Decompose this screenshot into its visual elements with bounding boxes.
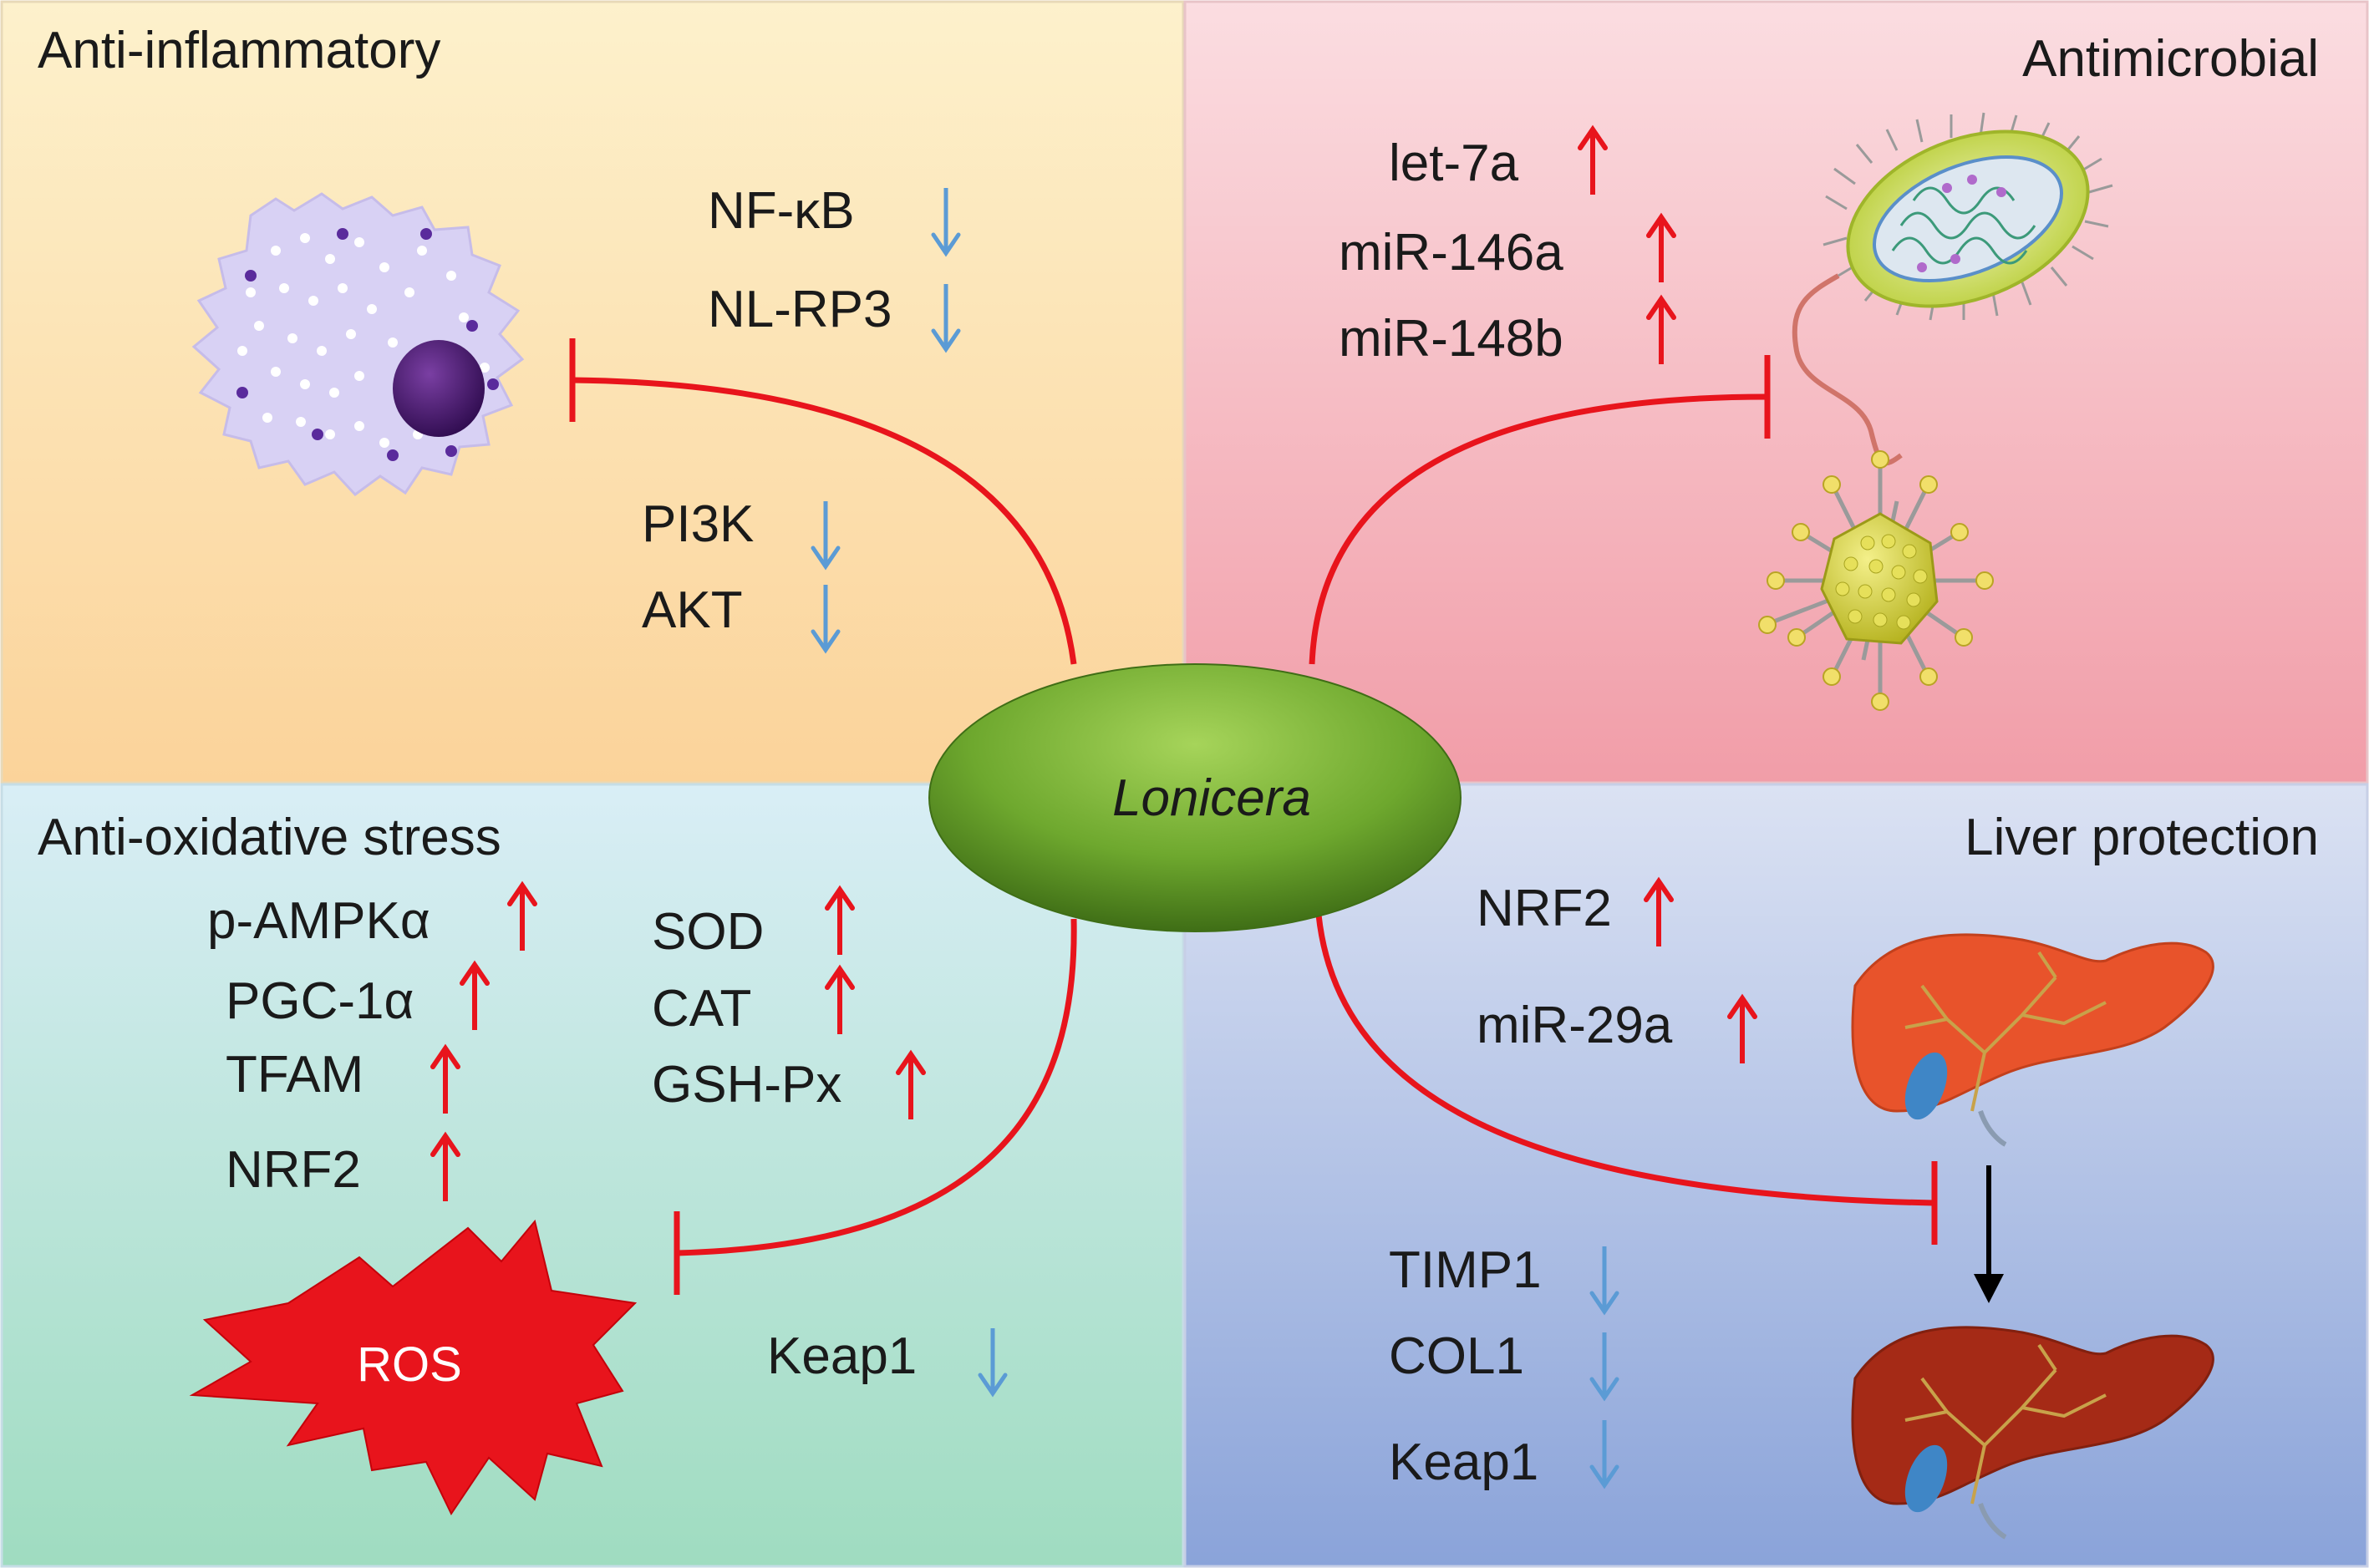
marker-nrf2-liver: NRF2 (1477, 880, 1612, 937)
marker-pgc1a: PGC-1α (226, 972, 414, 1030)
marker-tfam: TFAM (226, 1046, 364, 1104)
panel-antimicrobial (1183, 0, 2369, 784)
arrow-pi3k (811, 501, 841, 571)
title-liver-protection: Liver protection (1965, 809, 2319, 866)
direction-arrows (430, 124, 1757, 1489)
arrow-akt (811, 585, 841, 654)
immune-cell-icon (191, 192, 525, 497)
lonicera-ellipse (928, 663, 1462, 932)
inhibition-lines (569, 338, 1938, 1295)
marker-sod: SOD (652, 903, 765, 961)
title-anti-oxidative: Anti-oxidative stress (38, 809, 501, 866)
lonicera-label: Lonicera (1112, 769, 1311, 827)
marker-timp1: TIMP1 (1389, 1241, 1542, 1299)
arrow-cat (825, 964, 855, 1034)
arrow-nlrp3 (931, 284, 961, 353)
title-anti-inflammatory: Anti-inflammatory (38, 22, 441, 79)
arrow-nfkb (931, 188, 961, 257)
arrow-mir148b (1646, 294, 1676, 364)
arrow-let7a (1578, 124, 1608, 195)
arrow-pampka (507, 880, 537, 951)
liver-healthy-icon (1851, 933, 2214, 1147)
ros-label: ROS (357, 1337, 462, 1392)
marker-col1: COL1 (1389, 1327, 1524, 1385)
inhibit-line-inflammation (572, 377, 1077, 665)
virus-icon (1758, 450, 1994, 711)
arrow-keap1-ox (978, 1328, 1008, 1398)
title-antimicrobial: Antimicrobial (2022, 30, 2319, 88)
inhibit-line-liver (1315, 914, 1935, 1206)
arrow-nrf2-ox (430, 1131, 460, 1201)
marker-mir29a: miR-29a (1477, 997, 1673, 1054)
arrow-mir146a (1646, 212, 1676, 282)
marker-cat: CAT (652, 980, 752, 1038)
marker-nlrp3: NL-RP3 (708, 281, 892, 338)
bacterium-icon (1792, 112, 2113, 466)
arrow-tfam (430, 1043, 460, 1114)
arrow-sod (825, 885, 855, 955)
panel-anti-oxidative (0, 783, 1185, 1568)
marker-keap1-ox: Keap1 (767, 1327, 918, 1385)
arrow-gshpx (896, 1049, 926, 1119)
marker-pi3k: PI3K (642, 495, 755, 553)
panel-anti-inflammatory (0, 0, 1185, 784)
arrow-timp1 (1589, 1246, 1619, 1316)
marker-akt: AKT (642, 581, 743, 639)
marker-gshpx: GSH-Px (652, 1056, 842, 1114)
marker-pampka: p-AMPKα (207, 892, 430, 950)
arrow-nrf2-liver (1644, 876, 1674, 946)
marker-mir148b: miR-148b (1339, 310, 1563, 368)
arrow-col1 (1589, 1332, 1619, 1402)
marker-nrf2-ox: NRF2 (226, 1141, 361, 1199)
inhibit-line-microbes (1309, 393, 1768, 665)
arrow-mir29a (1727, 993, 1757, 1063)
marker-keap1-liver: Keap1 (1389, 1434, 1539, 1491)
progression-arrow (1974, 1165, 2004, 1303)
marker-let7a: let-7a (1389, 134, 1519, 192)
arrow-keap1-liver (1589, 1420, 1619, 1489)
marker-nfkb: NF-κB (708, 182, 855, 240)
liver-damaged-icon (1851, 1326, 2214, 1540)
marker-mir146a: miR-146a (1339, 224, 1563, 282)
arrow-pgc1a (460, 960, 490, 1030)
ros-burst-icon (189, 1219, 638, 1516)
panel-liver-protection (1183, 783, 2369, 1568)
inhibit-line-ros (676, 918, 1077, 1256)
